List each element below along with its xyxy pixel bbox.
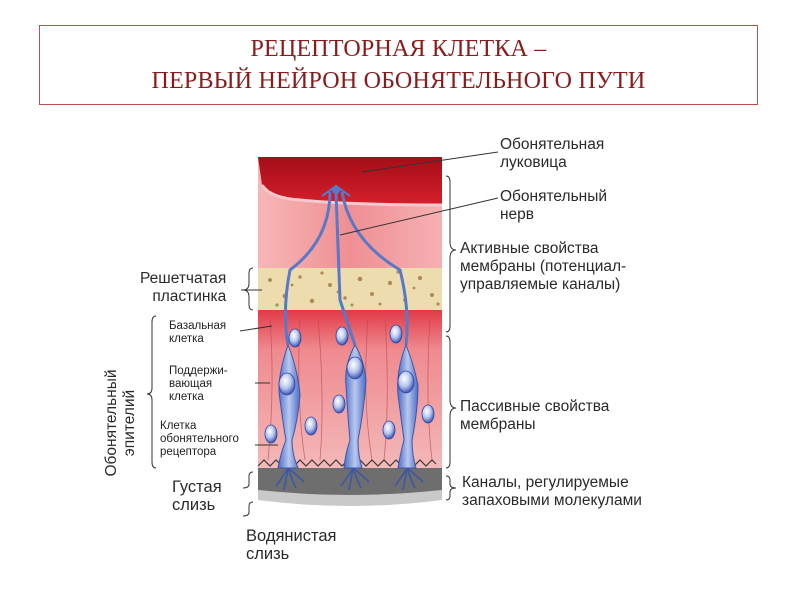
label-odor-channels: Каналы, регулируемые запаховыми молекула…	[462, 474, 642, 510]
nucleus	[264, 424, 278, 444]
watery-mucus	[258, 490, 442, 506]
label-basal-cell: Базальная клетка	[169, 320, 226, 346]
label-active-properties: Активные свойства мембраны (потенциал- у…	[460, 240, 626, 294]
olfactory-nerve	[283, 191, 409, 346]
label-line: вающая	[169, 378, 213, 390]
title-line-2: ПЕРВЫЙ НЕЙРОН ОБОНЯТЕЛЬНОГО ПУТИ	[151, 68, 646, 94]
label-receptor-cell: Клетка обонятельного рецептора	[160, 420, 239, 459]
label-line: слизь	[172, 496, 216, 514]
olfactory-bulb	[258, 157, 442, 205]
label-line: Поддержи-	[169, 365, 228, 377]
label-supporting-cell: Поддержи- вающая клетка	[169, 365, 228, 404]
label-line: Базальная	[169, 320, 227, 332]
label-olfactory-bulb: Обонятельная луковица	[500, 136, 604, 172]
label-line: Пассивные свойства	[460, 398, 610, 415]
label-line: управляемые каналы)	[460, 276, 621, 293]
label-line: Водянистая	[246, 527, 337, 545]
label-line: эпителий	[121, 389, 138, 457]
label-line: слизь	[246, 545, 290, 563]
nucleus	[332, 394, 346, 414]
label-line: клетка	[169, 391, 204, 403]
label-line: Активные свойства	[460, 240, 599, 257]
nucleus	[288, 328, 302, 348]
nucleus	[278, 372, 296, 396]
nucleus	[304, 416, 318, 436]
label-line: рецептора	[160, 446, 217, 458]
title-box: РЕЦЕПТОРНАЯ КЛЕТКА – ПЕРВЫЙ НЕЙРОН ОБОНЯ…	[39, 25, 758, 105]
label-olfactory-nerve: Обонятельный нерв	[500, 188, 607, 224]
nucleus	[397, 370, 415, 394]
label-line: луковица	[500, 154, 567, 171]
left-braces	[146, 267, 254, 517]
nucleus	[382, 420, 396, 440]
label-line: Обонятельный	[103, 369, 120, 477]
nucleus	[335, 326, 349, 346]
label-thick-mucus: Густая слизь	[172, 478, 222, 514]
nuclei	[264, 324, 435, 444]
label-line: пластинка	[152, 288, 227, 305]
label-line: нерв	[500, 206, 535, 223]
nucleus	[346, 356, 364, 380]
title-line-1: РЕЦЕПТОРНАЯ КЛЕТКА –	[250, 36, 547, 62]
label-passive-properties: Пассивные свойства мембраны	[460, 398, 609, 434]
label-line: Обонятельная	[500, 136, 605, 153]
label-line: запаховыми молекулами	[462, 492, 642, 509]
label-line: Густая	[172, 478, 222, 496]
label-line: Обонятельный	[500, 188, 608, 205]
label-cribriform-plate: Решетчатая пластинка	[140, 270, 226, 306]
nucleus	[421, 404, 435, 424]
label-line: клетка	[169, 333, 204, 345]
label-line: мембраны (потенциал-	[460, 258, 627, 275]
label-line: Каналы, регулируемые	[462, 474, 629, 491]
right-braces	[445, 175, 457, 501]
label-olfactory-epithelium: Обонятельный эпителий	[103, 348, 143, 498]
glomerulus	[321, 184, 351, 197]
label-line: обонятельного	[160, 433, 239, 445]
label-watery-mucus: Водянистая слизь	[246, 527, 336, 563]
nucleus	[389, 324, 403, 344]
label-line: Клетка	[160, 420, 197, 432]
leader-lines	[239, 151, 499, 446]
label-line: Решетчатая	[140, 270, 227, 287]
label-line: мембраны	[460, 416, 536, 433]
